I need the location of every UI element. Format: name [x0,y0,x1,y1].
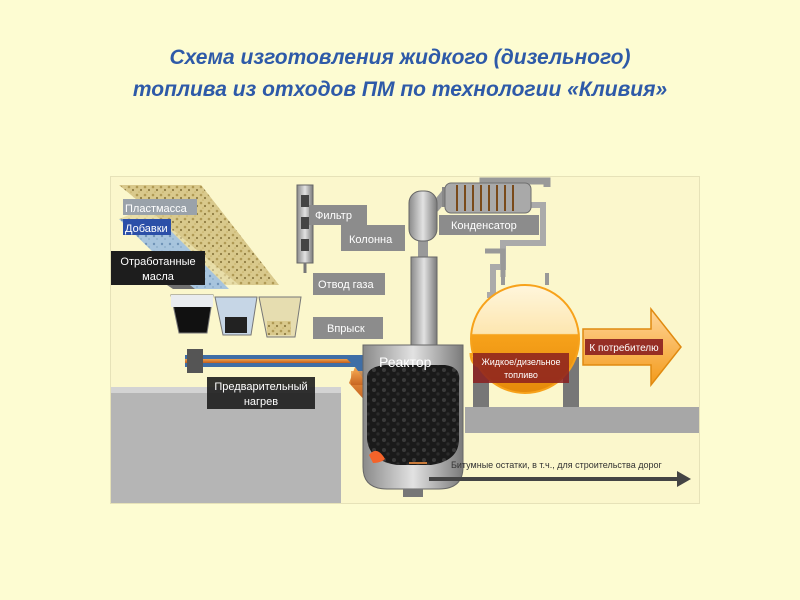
label-oils-line1: Отработанные [120,256,195,268]
process-diagram: Пластмасса Добавки Отработанные масла Фи… [110,176,700,504]
box-gas-outlet [313,273,385,295]
burner-flame-icon [369,450,385,463]
box-filter [309,205,367,225]
title-line-1: Схема изготовления жидкого (дизельного) [169,46,631,69]
label-fuel-line1: Жидкое/дизельное [481,357,560,367]
box-condenser [439,215,539,235]
label-preheat-line2: нагрев [244,396,278,408]
box-column [341,225,405,251]
ground-slab-right [465,407,699,433]
reactor-charge [367,365,460,465]
box-injection [313,317,383,339]
label-fuel-line2: топливо [504,370,538,380]
label-condenser: Конденсатор [451,220,517,232]
label-filter: Фильтр [315,210,352,222]
label-bitumen: Битумные остатки, в т.ч., для строительс… [451,460,662,470]
reactor-top-vessel [408,190,438,242]
label-additives: Добавки [125,223,168,235]
label-plastics: Пластмасса [125,203,188,215]
process-diagram-svg: Пластмасса Добавки Отработанные масла Фи… [111,177,699,503]
label-injection: Впрыск [327,323,365,335]
reactor-neck [410,256,438,354]
title-line-2: топлива из отходов ПМ по технологии «Кли… [132,78,668,101]
page-title: Схема изготовления жидкого (дизельного) … [0,42,800,106]
label-gas-outlet: Отвод газа [318,279,374,291]
label-preheat-line1: Предварительный [214,381,307,393]
label-oils-line2: масла [142,271,175,283]
label-reactor: Реактор [379,354,432,370]
label-column: Колонна [349,234,393,246]
label-to-consumer: К потребителю [589,342,659,354]
